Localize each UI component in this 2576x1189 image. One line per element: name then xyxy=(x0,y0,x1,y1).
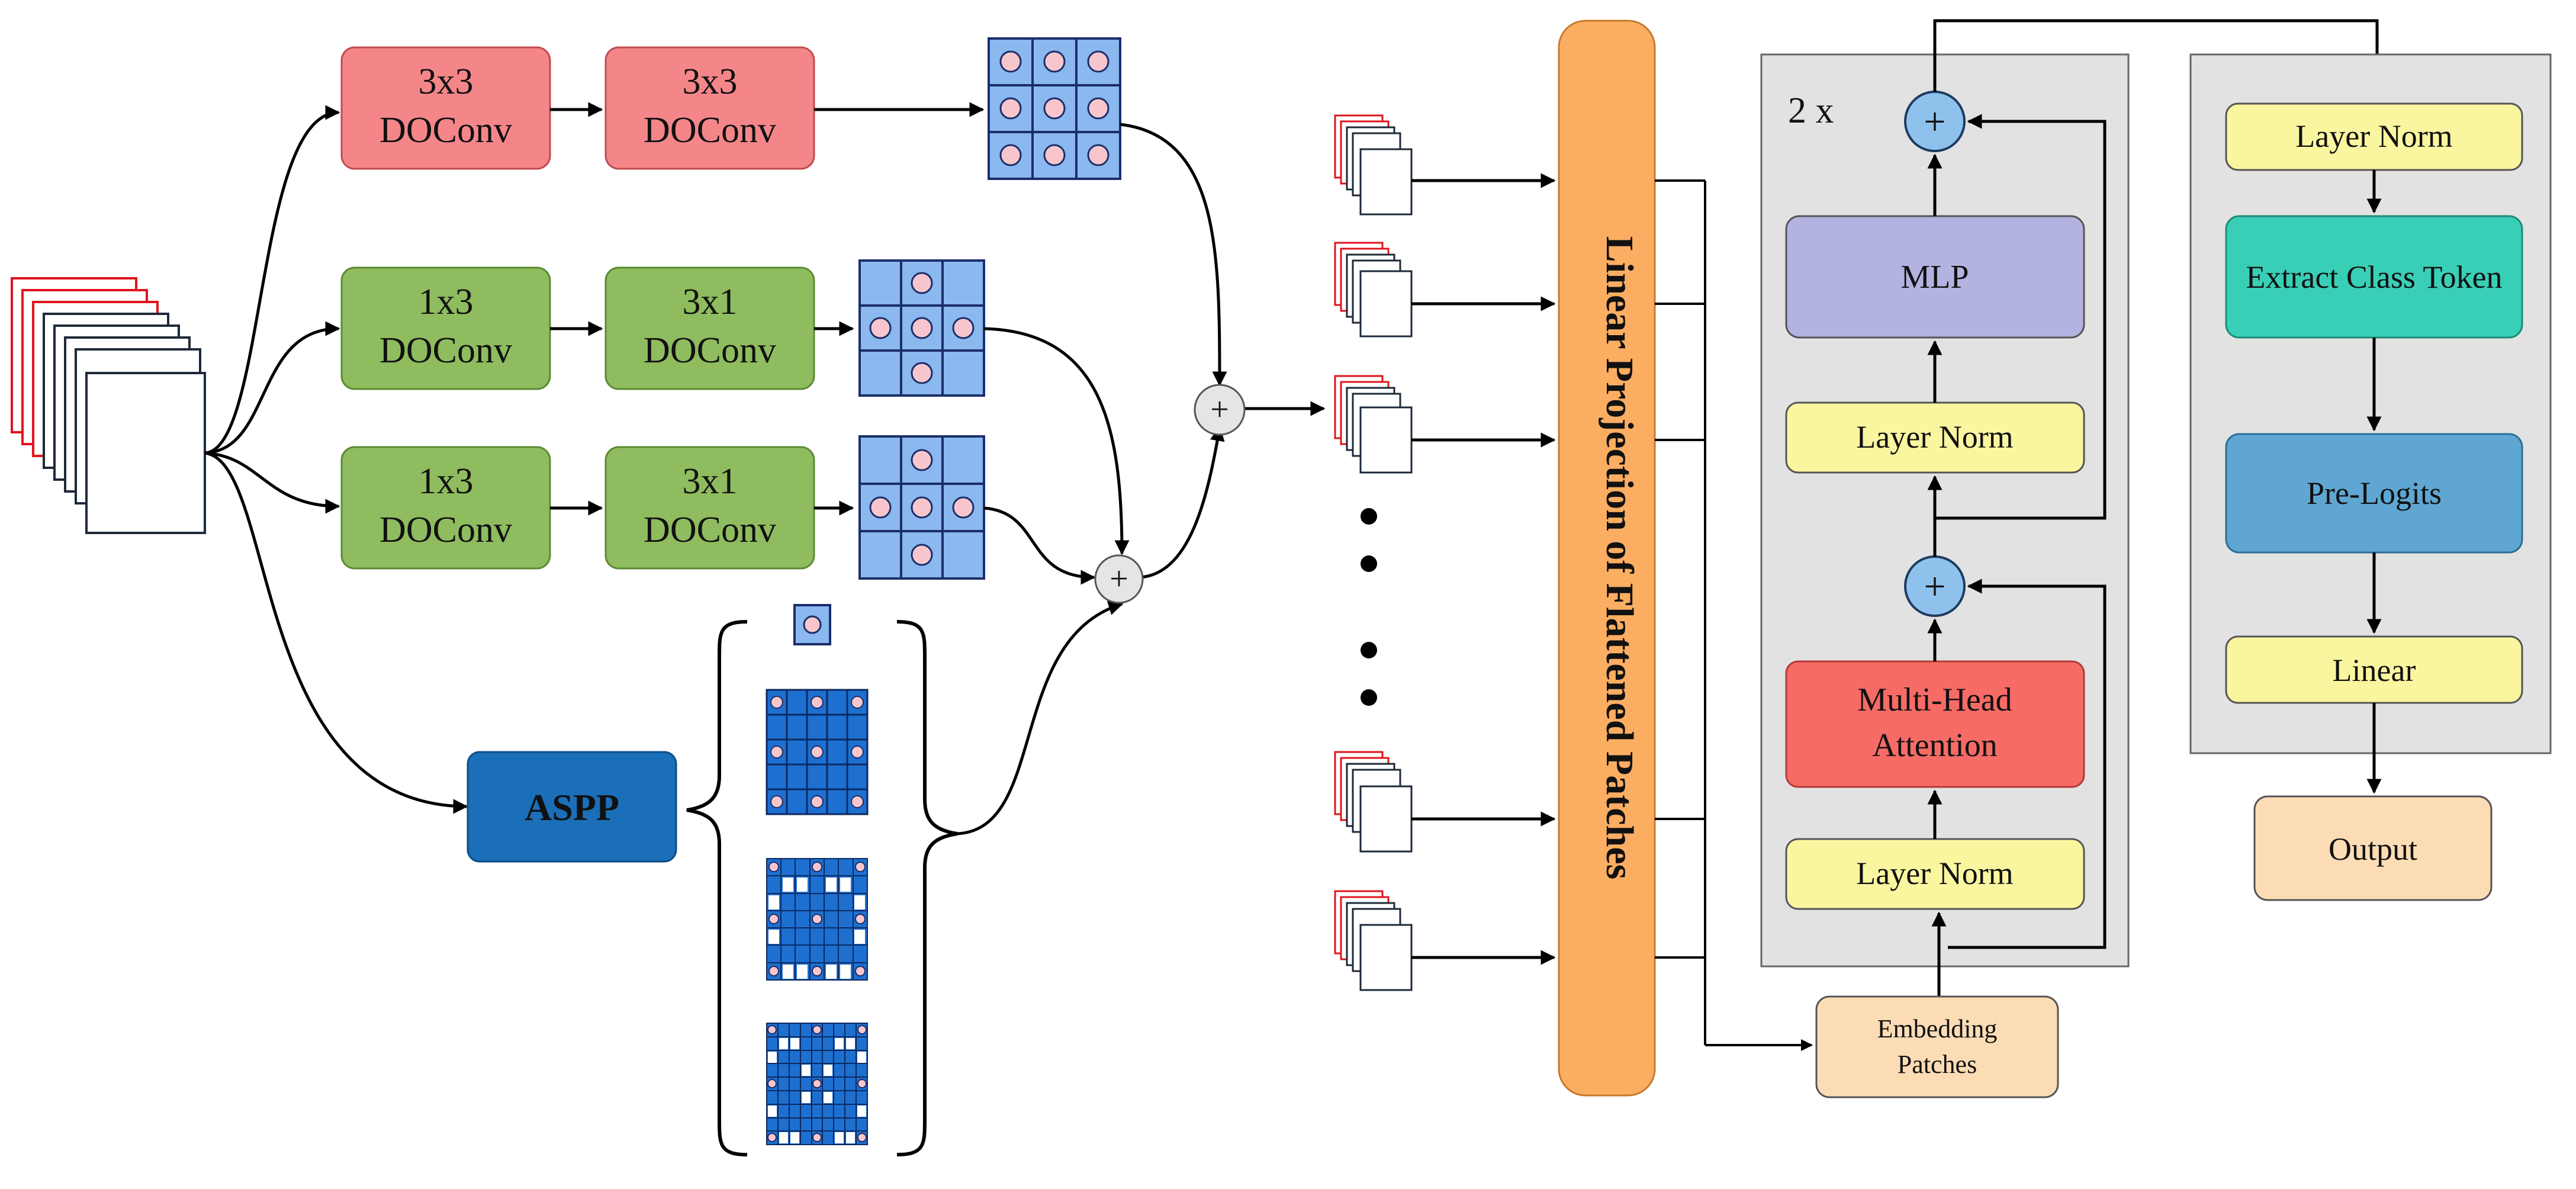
branch-3: 1x3 DOConv 3x1 DOConv xyxy=(340,435,985,580)
aspp-kernel-dilated-3 xyxy=(766,1023,868,1145)
attention-box xyxy=(1785,660,2085,788)
output-node: Output xyxy=(2253,795,2493,901)
patch-stack-3 xyxy=(1334,375,1413,474)
head-panel: Layer Norm Extract Class Token Pre-Logit… xyxy=(2189,53,2552,754)
plus-node-lower-symbol: + xyxy=(1109,561,1128,597)
linear-label: Linear xyxy=(2333,653,2416,688)
ellipsis-dots xyxy=(1361,508,1377,706)
output-label: Output xyxy=(2329,831,2417,867)
patch-stack-5 xyxy=(1334,890,1413,991)
aspp-box xyxy=(467,751,677,863)
b2-conv1-line2: DOConv xyxy=(380,330,512,371)
b3-conv2-line2: DOConv xyxy=(644,510,776,550)
input-fanout-arrows xyxy=(204,105,468,814)
merge-arrows xyxy=(957,123,1326,835)
b1-conv2-line1: 3x3 xyxy=(683,62,738,102)
b3-conv2-line1: 3x1 xyxy=(683,461,738,502)
attention-line1: Multi-Head xyxy=(1857,682,2012,718)
b2-conv1-line1: 1x3 xyxy=(419,282,474,322)
encoder-repeat-label: 2 x xyxy=(1788,91,1834,131)
b3-conv1-line2: DOConv xyxy=(380,510,512,550)
branch-2: 1x3 DOConv 3x1 DOConv xyxy=(340,259,985,397)
right-brace xyxy=(896,620,958,1156)
residual-add-top-symbol: + xyxy=(1924,100,1945,143)
b1-conv1-line1: 3x3 xyxy=(419,62,474,102)
b2-conv2-line1: 3x1 xyxy=(683,282,738,322)
b2-conv2-line2: DOConv xyxy=(644,330,776,371)
attention-line2: Attention xyxy=(1872,727,1998,764)
embedding-patches: Embedding Patches xyxy=(1815,995,2059,1098)
aspp-kernel-dilated-2 xyxy=(766,858,868,981)
encoder-panel: 2 x MLP Layer Norm Multi-Head Attention … xyxy=(1760,53,2130,968)
plus-node-upper-symbol: + xyxy=(1210,391,1229,428)
encoder-layer-norm-bottom-label: Layer Norm xyxy=(1856,856,2013,891)
left-brace xyxy=(686,620,748,1156)
kernel-cross-b2 xyxy=(858,259,985,397)
extract-class-token-label: Extract Class Token xyxy=(2246,259,2502,295)
aspp-kernel-1x1 xyxy=(793,604,831,645)
embedding-line1: Embedding xyxy=(1877,1014,1998,1043)
patch-stack-2 xyxy=(1334,242,1413,338)
linear-projection-bar: Linear Projection of Flattened Patches xyxy=(1558,20,1656,1097)
patch-stack-1 xyxy=(1334,114,1413,216)
b1-conv2-line2: DOConv xyxy=(644,110,776,150)
residual-add-bottom-symbol: + xyxy=(1924,565,1945,608)
input-feature-stack xyxy=(11,277,206,534)
encoder-layer-norm-top-label: Layer Norm xyxy=(1856,419,2013,455)
head-layer-norm-label: Layer Norm xyxy=(2295,118,2452,154)
aspp-label: ASPP xyxy=(525,786,619,828)
patch-stacks xyxy=(1334,114,1413,991)
linear-projection-label: Linear Projection of Flattened Patches xyxy=(1598,236,1641,879)
aspp-kernel-dilated-1 xyxy=(766,689,869,815)
b3-conv1-line1: 1x3 xyxy=(419,461,474,502)
patch-arrows xyxy=(1411,173,1556,965)
kernel-cross-b3 xyxy=(858,435,985,580)
aspp-group: ASPP xyxy=(467,604,958,1156)
plus-node-lower: + xyxy=(1094,554,1144,604)
kernel-3x3-full xyxy=(988,37,1121,180)
b1-conv1-line2: DOConv xyxy=(380,110,512,150)
pre-logits-label: Pre-Logits xyxy=(2307,475,2442,511)
mlp-label: MLP xyxy=(1900,259,1969,295)
projection-bus xyxy=(1655,179,1813,1051)
plus-node-upper: + xyxy=(1194,384,1246,436)
embedding-line2: Patches xyxy=(1898,1050,1977,1079)
patch-stack-4 xyxy=(1334,751,1413,853)
branch-1: 3x3 DOConv 3x3 DOConv xyxy=(340,37,1121,180)
